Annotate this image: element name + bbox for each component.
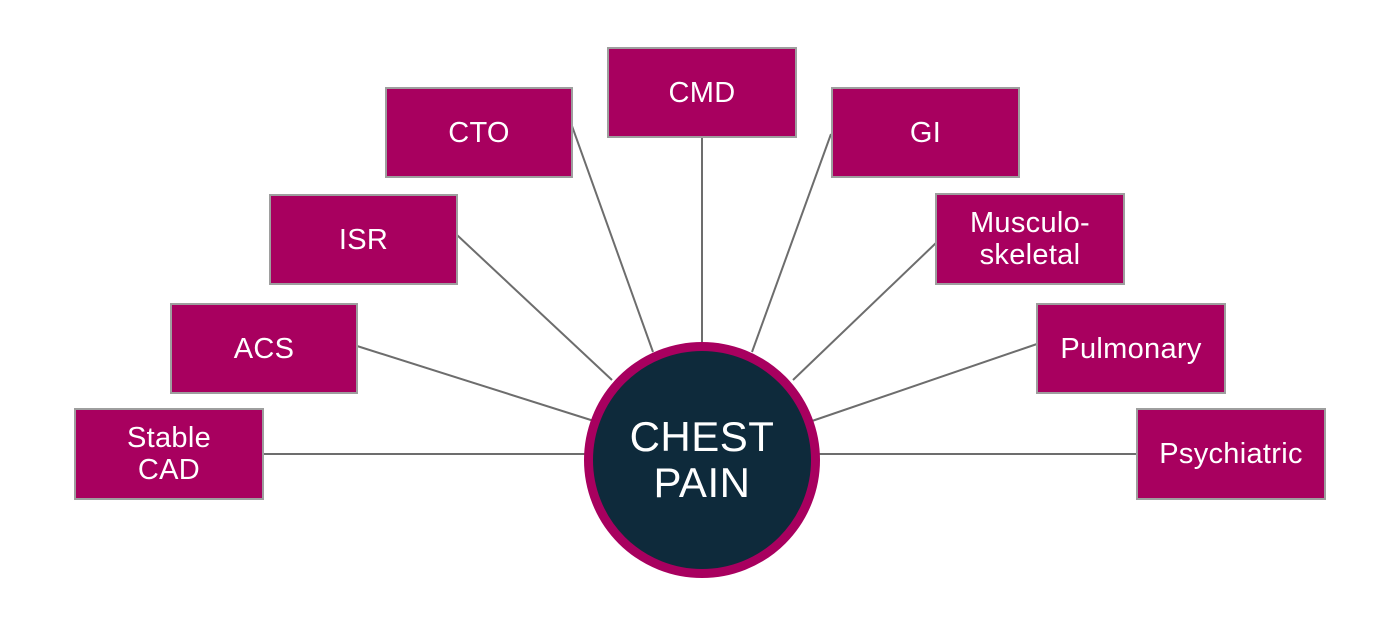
center-label-line1: CHEST	[629, 413, 775, 460]
center-label-line2: PAIN	[653, 459, 751, 506]
connector-pulmonary	[811, 343, 1038, 422]
node-pulmonary: Pulmonary	[1036, 303, 1226, 394]
node-stable-cad: Stable CAD	[74, 408, 264, 500]
node-gi-label: GI	[909, 116, 942, 149]
node-isr: ISR	[269, 194, 458, 285]
node-cmd-label: CMD	[668, 76, 736, 109]
node-pulmonary-label: Pulmonary	[1060, 332, 1202, 365]
node-musculoskeletal-line2: skeletal	[979, 239, 1081, 271]
node-gi: GI	[831, 87, 1020, 178]
connector-isr	[456, 234, 613, 381]
node-cto-label: CTO	[448, 116, 510, 149]
node-musculoskeletal-line1: Musculo-	[969, 207, 1091, 239]
node-musculoskeletal: Musculo- skeletal	[935, 193, 1125, 285]
connector-cto	[571, 125, 654, 353]
node-psychiatric: Psychiatric	[1136, 408, 1326, 500]
node-psychiatric-label: Psychiatric	[1159, 438, 1303, 470]
node-isr-label: ISR	[338, 223, 389, 256]
node-acs-label: ACS	[233, 332, 295, 365]
node-cmd: CMD	[607, 47, 797, 138]
center-node-chest-pain: CHEST PAIN	[584, 342, 820, 578]
node-stable-cad-line1: Stable	[126, 422, 212, 454]
connector-gi	[751, 133, 832, 353]
node-acs: ACS	[170, 303, 358, 394]
connector-acs	[356, 345, 595, 422]
connector-musculoskeletal	[792, 241, 938, 381]
node-cto: CTO	[385, 87, 573, 178]
node-stable-cad-line2: CAD	[137, 454, 201, 486]
